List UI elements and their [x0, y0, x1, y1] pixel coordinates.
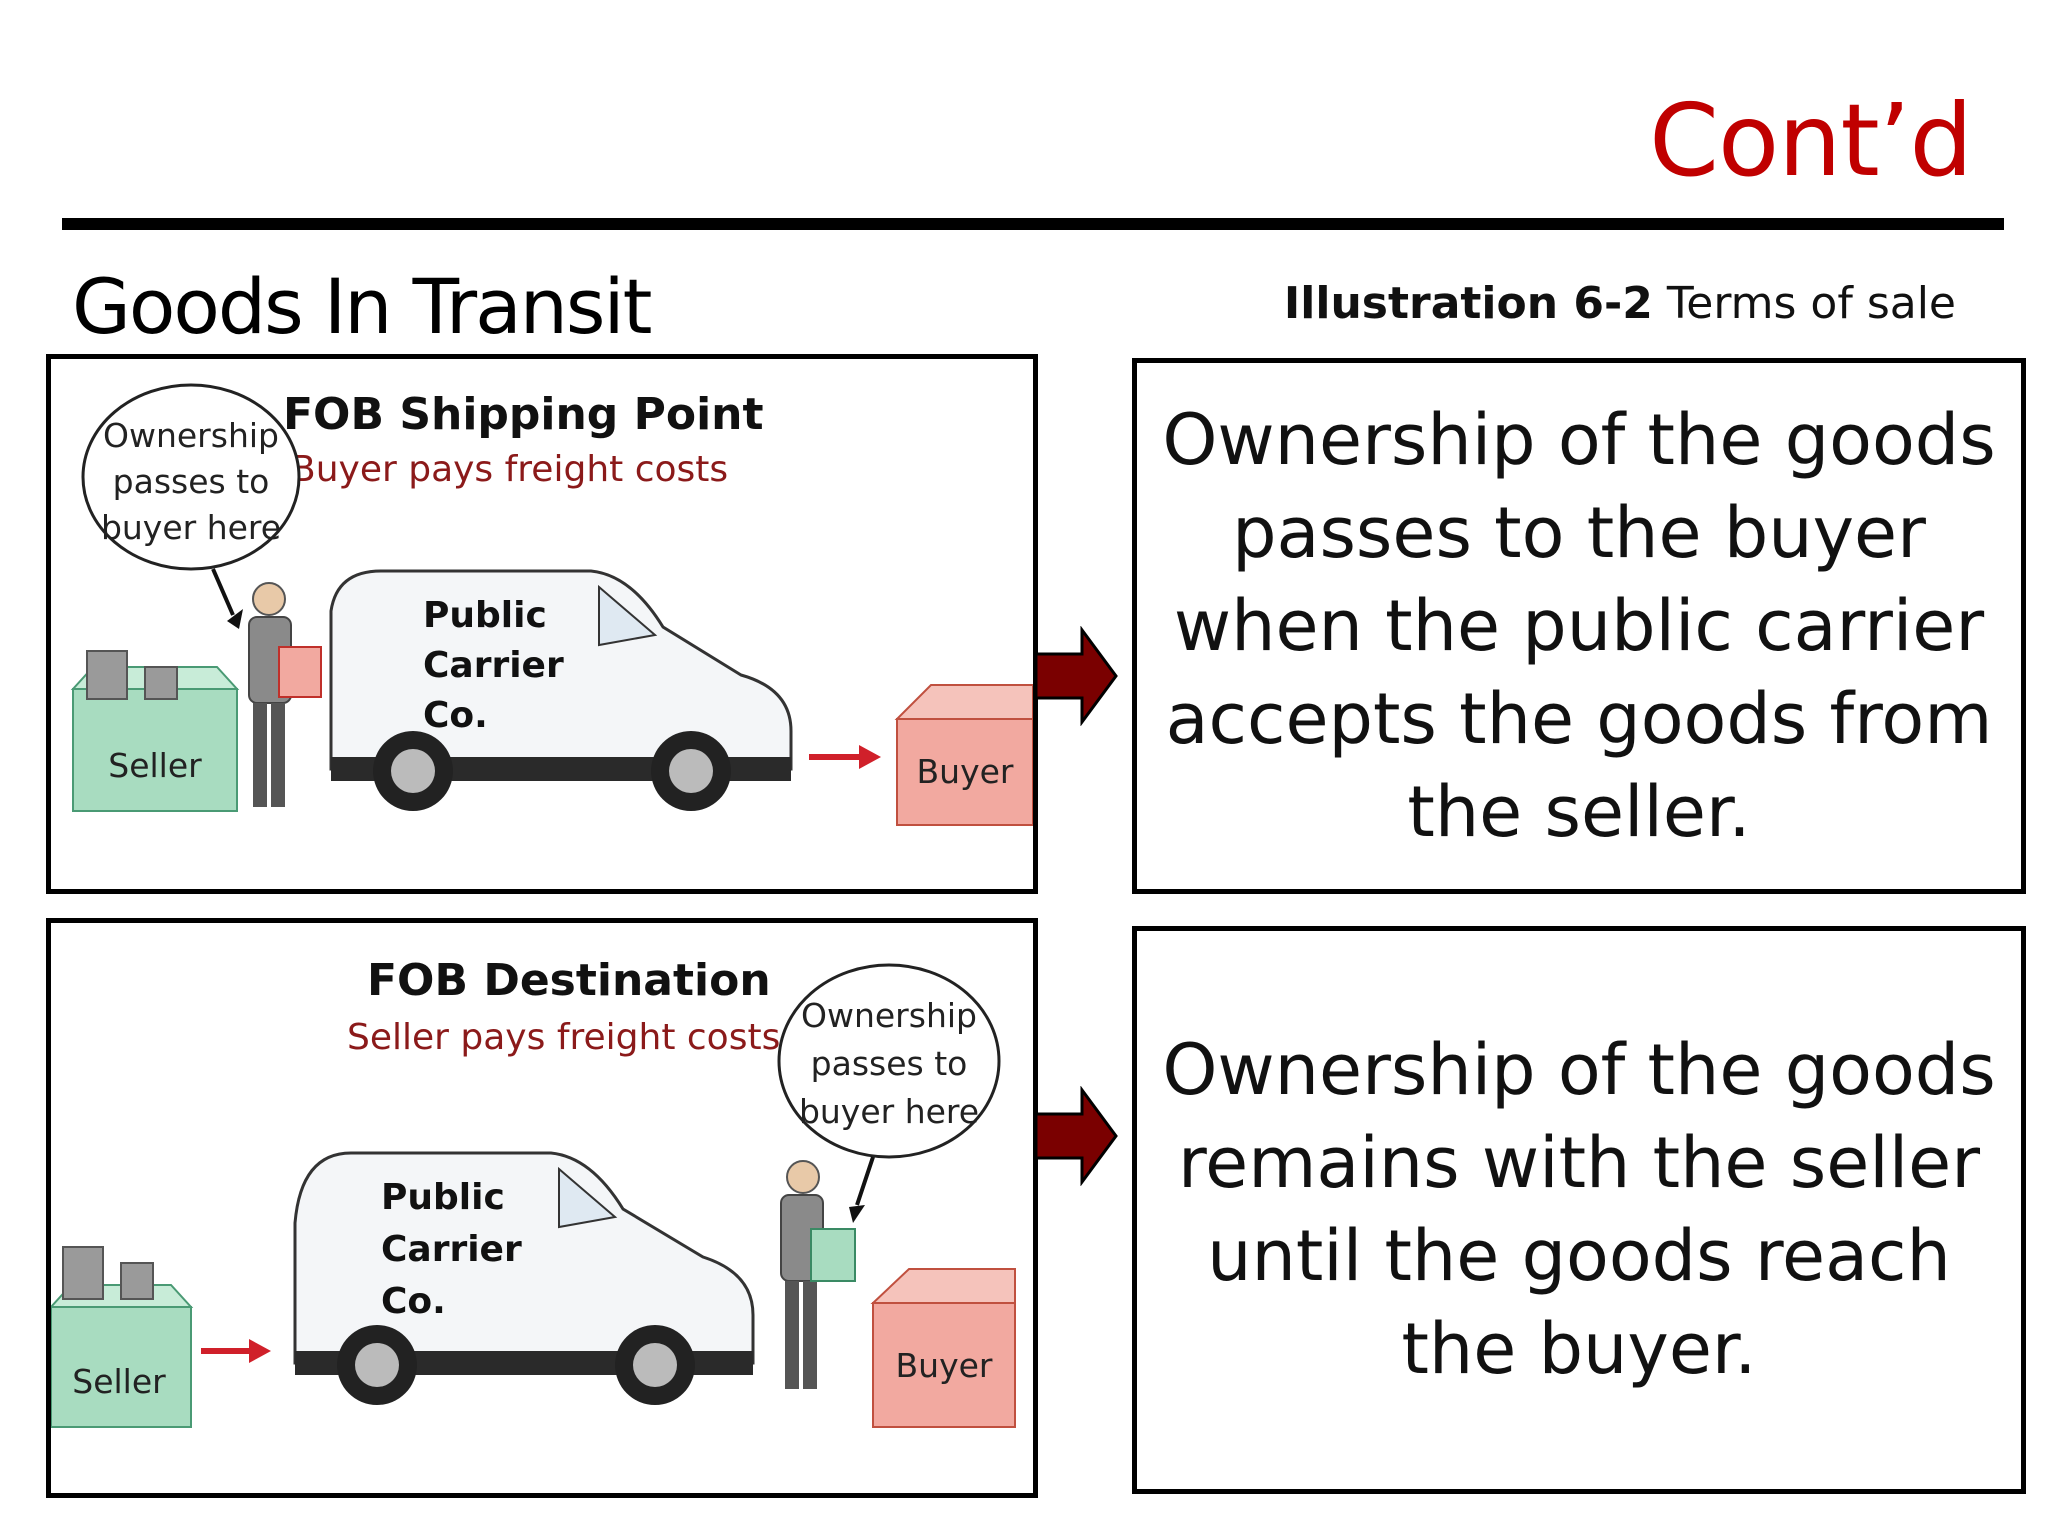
van-window [598, 584, 658, 647]
public-carrier-van: Public Carrier Co. [329, 569, 793, 811]
bubble-pointer [855, 1156, 875, 1206]
van-label-line-3: Co. [423, 695, 488, 736]
seller-crate [144, 666, 178, 700]
fob-destination-illustration: FOB Destination Seller pays freight cost… [51, 955, 1016, 1428]
seller-label: Seller [108, 746, 202, 785]
seller-crate [62, 1246, 104, 1300]
bubble-line-3: buyer here [799, 1092, 979, 1131]
fob-shipping-point-panel: FOB Shipping Point Buyer pays freight co… [46, 354, 1038, 894]
bubble-line-3: buyer here [101, 508, 281, 547]
description-text: Ownership of the goods passes to the buy… [1162, 398, 1996, 853]
van-label-line-1: Public [381, 1177, 505, 1218]
bubble-pointer-head [227, 609, 243, 629]
van-label-line-3: Co. [381, 1281, 446, 1322]
bubble-line-1: Ownership [801, 996, 977, 1035]
van-label-line-2: Carrier [381, 1229, 522, 1270]
buyer-building: Buyer [894, 684, 1033, 826]
section-title: Goods In Transit [72, 262, 652, 351]
panel-heading: FOB Destination [367, 955, 771, 1006]
panel-subheading: Seller pays freight costs [347, 1017, 780, 1058]
seller-crate [120, 1262, 154, 1300]
carrier-worker [248, 582, 322, 807]
illustration-caption-text: Terms of sale [1666, 278, 1956, 329]
bubble-line-2: passes to [811, 1044, 968, 1083]
buyer-label: Buyer [896, 1346, 993, 1385]
seller-label: Seller [72, 1362, 166, 1401]
bubble-pointer [211, 568, 235, 616]
shipped-package [278, 646, 322, 698]
right-arrow-icon [1036, 626, 1118, 726]
transit-arrow-head [249, 1339, 271, 1363]
van-label-line-2: Carrier [423, 645, 564, 686]
fob-shipping-point-description: Ownership of the goods passes to the buy… [1132, 358, 2026, 894]
description-text: Ownership of the goods remains with the … [1162, 1029, 1996, 1390]
fob-destination-description: Ownership of the goods remains with the … [1132, 926, 2026, 1494]
van-window [558, 1166, 618, 1229]
buyer-building: Buyer [870, 1268, 1016, 1428]
panel-heading: FOB Shipping Point [283, 389, 764, 440]
public-carrier-van: Public Carrier Co. [293, 1151, 755, 1405]
continued-label: Cont’d [1649, 82, 1973, 199]
fob-shipping-point-illustration: FOB Shipping Point Buyer pays freight co… [70, 383, 1033, 826]
illustration-label: Illustration 6-2 [1283, 278, 1653, 329]
ownership-bubble: Ownership passes to buyer here [81, 383, 301, 629]
transit-arrow-head [859, 745, 881, 769]
delivered-package [810, 1228, 856, 1282]
illustration-caption: Illustration 6-2 Terms of sale [1284, 278, 1956, 329]
buyer-label: Buyer [917, 752, 1014, 791]
bubble-line-2: passes to [113, 462, 270, 501]
seller-platform: Seller [51, 1246, 194, 1428]
seller-platform: Seller [70, 650, 240, 812]
buyer-worker [780, 1160, 856, 1389]
fob-destination-panel: FOB Destination Seller pays freight cost… [46, 918, 1038, 1498]
panel-subheading: Buyer pays freight costs [291, 449, 728, 490]
bubble-line-1: Ownership [103, 416, 279, 455]
seller-crate [86, 650, 128, 700]
ownership-bubble: Ownership passes to buyer here [777, 963, 1001, 1223]
bubble-pointer-head [849, 1205, 865, 1223]
header-divider [62, 218, 2004, 230]
van-label-line-1: Public [423, 595, 547, 636]
right-arrow-icon [1036, 1086, 1118, 1186]
